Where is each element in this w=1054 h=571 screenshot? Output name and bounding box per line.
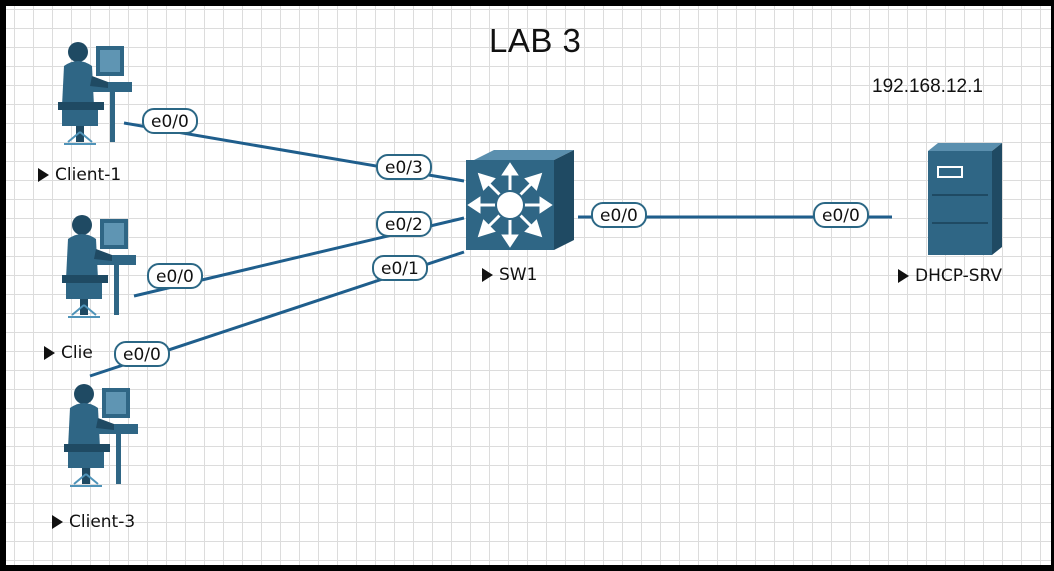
client2-label[interactable]: Clie xyxy=(44,343,93,363)
server-ip-annotation: 192.168.12.1 xyxy=(872,76,983,97)
port-sw1-e0-2[interactable]: e0/2 xyxy=(376,211,432,237)
workstation-icon xyxy=(62,215,136,318)
port-sw1-e0-1[interactable]: e0/1 xyxy=(372,255,428,281)
workstation-icon xyxy=(64,384,138,487)
port-dhcp-e0-0[interactable]: e0/0 xyxy=(813,202,869,228)
port-client2-e0-0[interactable]: e0/0 xyxy=(147,263,203,289)
expand-triangle-icon xyxy=(482,268,493,282)
expand-triangle-icon xyxy=(38,168,49,182)
expand-triangle-icon xyxy=(52,515,63,529)
client1-label[interactable]: Client-1 xyxy=(38,165,121,185)
expand-triangle-icon xyxy=(898,269,909,283)
port-sw1-e0-0[interactable]: e0/0 xyxy=(591,202,647,228)
expand-triangle-icon xyxy=(44,346,55,360)
dhcp-srv-label[interactable]: DHCP-SRV xyxy=(898,266,1002,286)
port-client3-e0-0[interactable]: e0/0 xyxy=(114,341,170,367)
diagram-title: LAB 3 xyxy=(489,22,582,59)
sw1-label[interactable]: SW1 xyxy=(482,265,537,285)
workstation-icon xyxy=(58,42,132,145)
client3-label[interactable]: Client-3 xyxy=(52,512,135,532)
port-client1-e0-0[interactable]: e0/0 xyxy=(142,108,198,134)
server-icon xyxy=(928,143,1002,255)
port-sw1-e0-3[interactable]: e0/3 xyxy=(376,154,432,180)
layer3-switch-icon xyxy=(466,150,574,250)
